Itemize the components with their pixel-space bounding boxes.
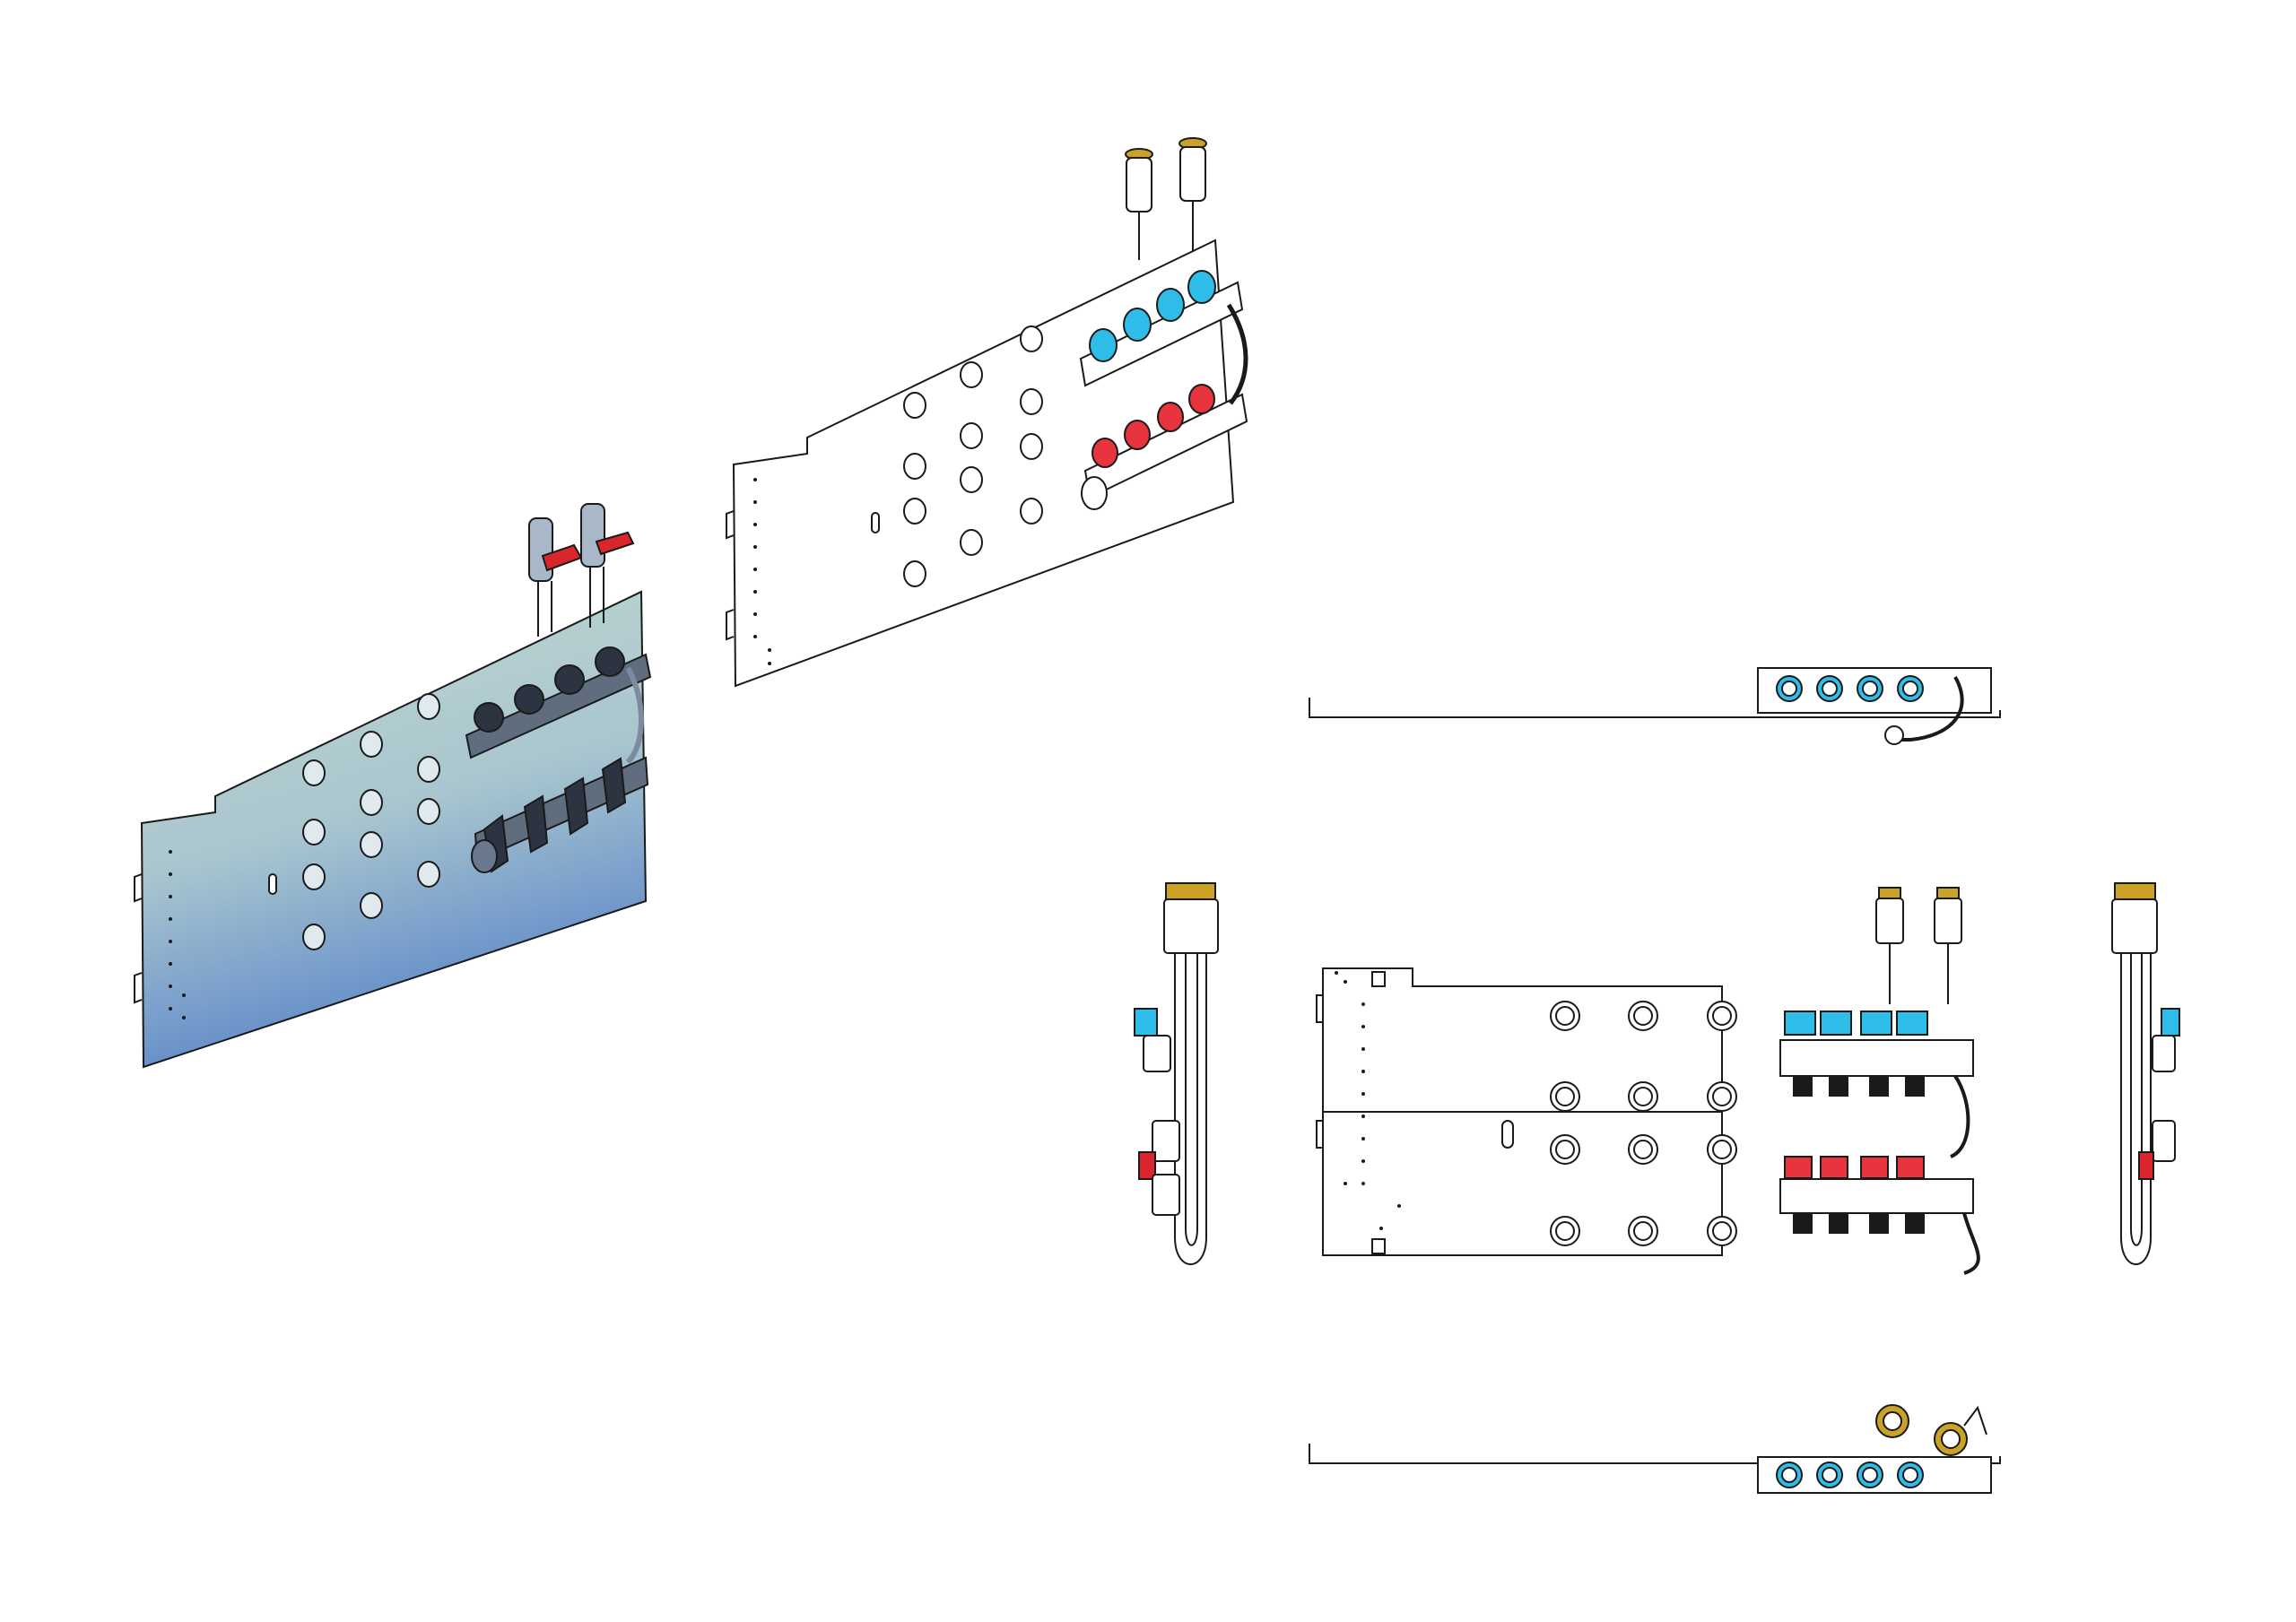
bottom-view-ports bbox=[1776, 1462, 1924, 1488]
top-view-plate-edge bbox=[1309, 698, 2001, 718]
shaded-supply-manifold bbox=[465, 646, 652, 759]
isometric-line-view bbox=[726, 137, 1248, 688]
front-view bbox=[1316, 887, 1980, 1275]
top-view bbox=[1309, 667, 2001, 745]
line-supply-manifold bbox=[1079, 270, 1244, 387]
front-view-bypass-loop bbox=[1950, 1074, 1980, 1275]
top-view-ports bbox=[1776, 675, 1924, 702]
line-plate-holes bbox=[753, 478, 771, 665]
line-knockouts bbox=[903, 325, 1043, 587]
shaded-ball-valves bbox=[528, 503, 635, 637]
front-view-ball-valves bbox=[1875, 887, 1962, 1004]
shaded-return-manifold bbox=[471, 756, 649, 873]
bottom-view-plate-edge bbox=[1309, 1444, 2001, 1464]
front-view-plate bbox=[1322, 967, 1723, 1126]
front-view-plate-holes bbox=[1335, 971, 1401, 1230]
line-return-manifold bbox=[1081, 384, 1248, 510]
front-view-knockouts bbox=[1550, 1001, 1737, 1246]
front-view-supply-manifold bbox=[1779, 1010, 1974, 1097]
line-ball-valves bbox=[1125, 137, 1207, 260]
bottom-view bbox=[1309, 1404, 2001, 1494]
bottom-view-valve-rings bbox=[1875, 1404, 1968, 1456]
shaded-plate-holes bbox=[169, 850, 186, 1019]
top-view-loop bbox=[1892, 676, 1964, 742]
front-view-return-manifold bbox=[1779, 1156, 1974, 1234]
left-side-view bbox=[1134, 882, 1219, 1265]
isometric-shaded-view bbox=[134, 503, 652, 1069]
line-bypass-loop bbox=[1226, 303, 1248, 405]
right-side-view bbox=[2111, 882, 2180, 1265]
shaded-knockouts bbox=[302, 693, 440, 950]
shaded-bypass-loop bbox=[625, 666, 644, 765]
